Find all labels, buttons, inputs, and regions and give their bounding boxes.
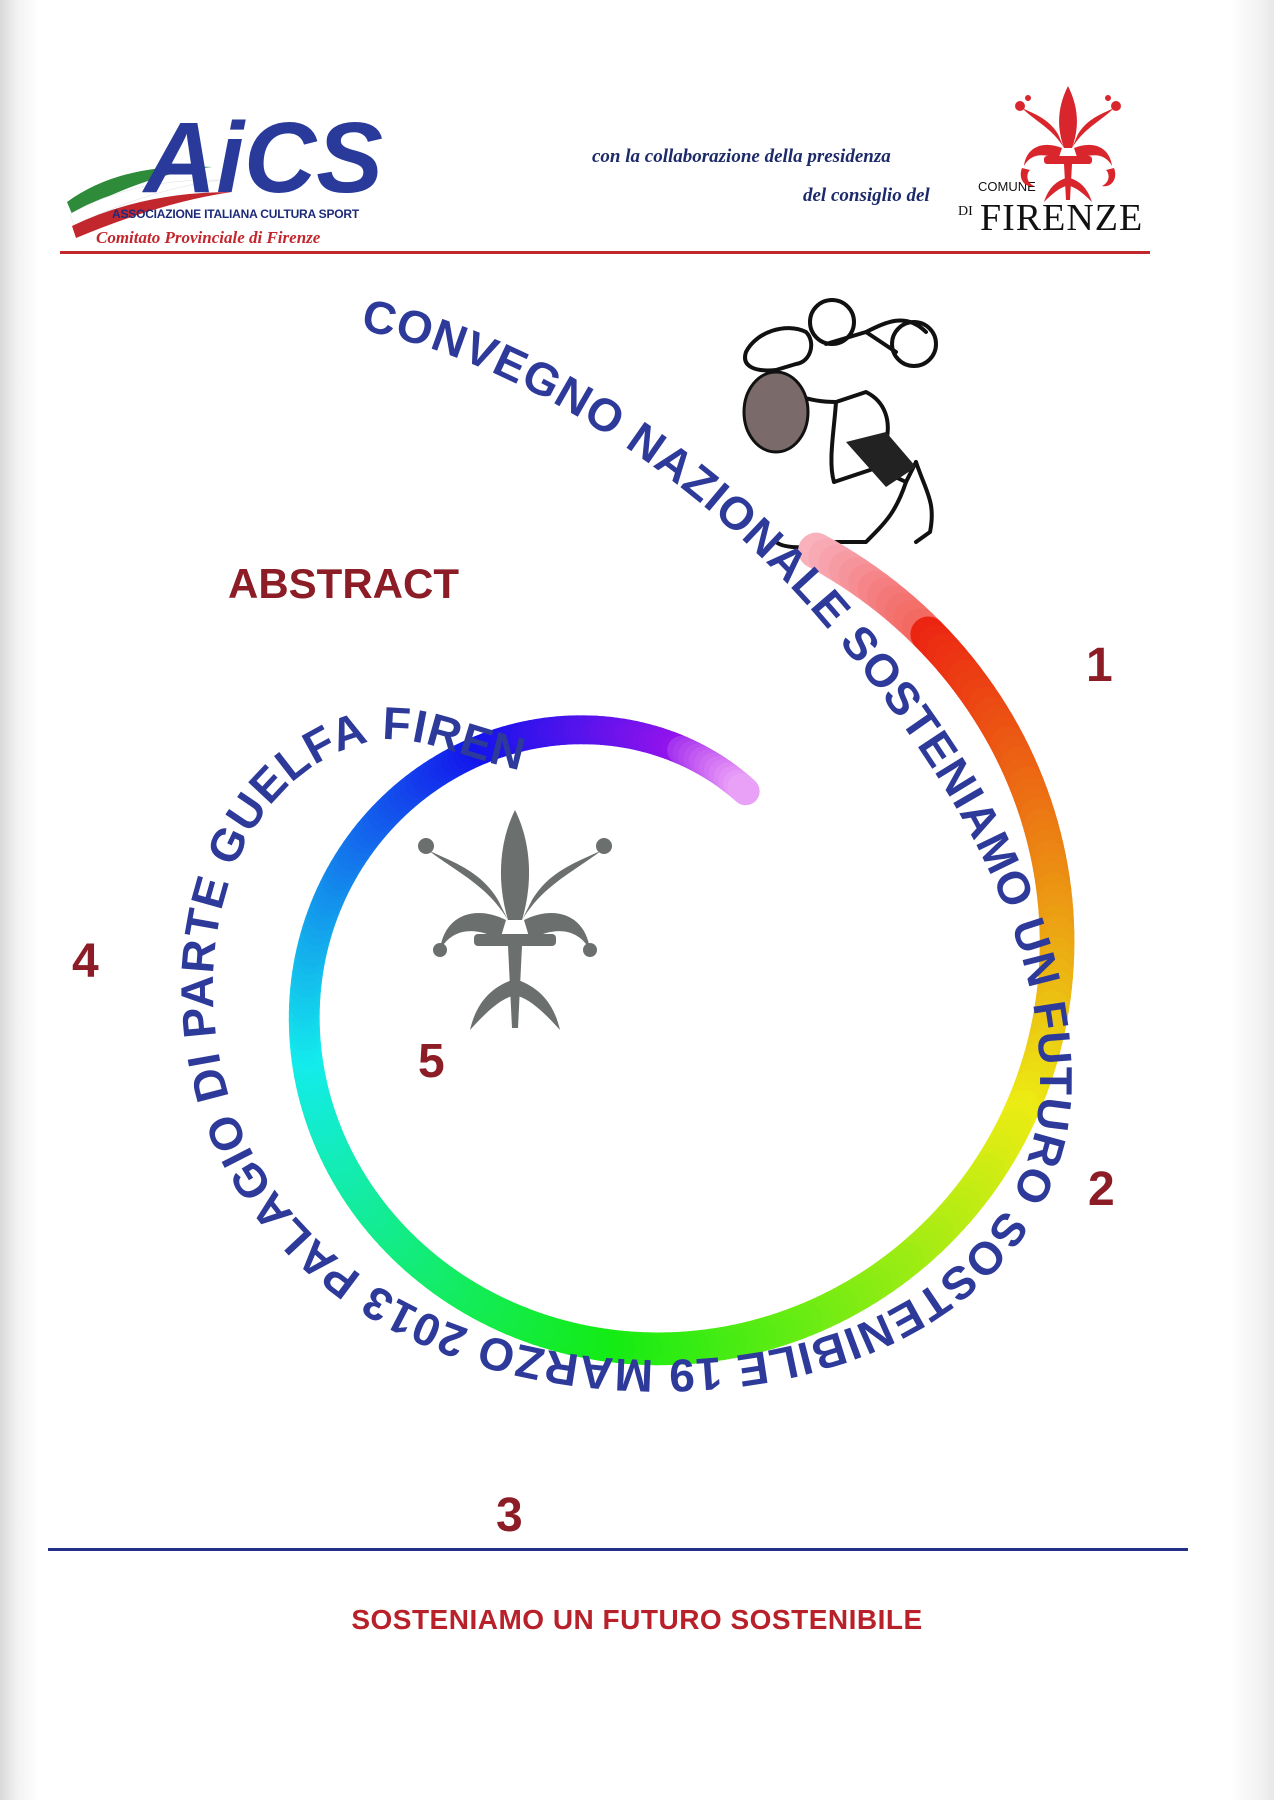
aics-logo: AiCS [67, 102, 383, 238]
header-divider [60, 251, 1150, 254]
spiral-number-5: 5 [418, 1035, 445, 1088]
spiral-number-1: 1 [1086, 639, 1113, 692]
comune-di: DI [958, 204, 973, 219]
org-committee: Comitato Provinciale di Firenze [96, 228, 321, 247]
spiral-title-text: CONVEGNO NAZIONALE SOSTENIAMO UN FUTURO … [0, 0, 1081, 1402]
svg-text:CONVEGNO NAZIONALE SOSTENIAM: CONVEGNO NAZIONALE SOSTENIAMO UN FUTURO … [0, 0, 1081, 1402]
collab-line-2: del consiglio del [803, 185, 930, 206]
comune-label: COMUNE [978, 179, 1036, 194]
footer-divider [48, 1548, 1188, 1551]
logo-text: AiCS [141, 102, 383, 214]
collab-line-1: con la collaborazione della presidenza [592, 146, 891, 167]
boxer-illustration [742, 298, 938, 550]
abstract-heading: ABSTRACT [228, 560, 459, 607]
florence-lily-icon [1015, 86, 1121, 202]
org-name: ASSOCIAZIONE ITALIANA CULTURA SPORT [112, 207, 359, 221]
spiral-number-3: 3 [496, 1489, 523, 1542]
spiral-number-2: 2 [1088, 1163, 1115, 1216]
florence-lily-center-icon [418, 810, 612, 1030]
spiral-number-4: 4 [72, 935, 99, 988]
comune-city: FIRENZE [980, 197, 1144, 239]
footer-slogan: SOSTENIAMO UN FUTURO SOSTENIBILE [351, 1604, 923, 1635]
